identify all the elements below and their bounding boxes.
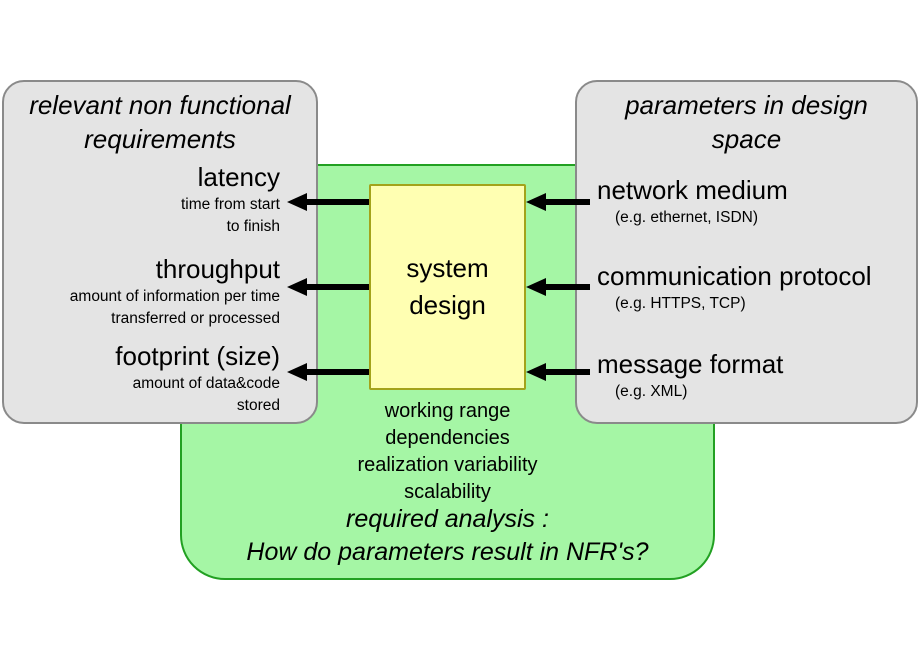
nfr-latency-desc-line1: time from start bbox=[180, 196, 280, 213]
parameters-panel: parameters in design space network mediu… bbox=[575, 80, 918, 424]
nfr-footprint-desc: amount of data&code stored bbox=[115, 373, 280, 417]
system-design-box: system design bbox=[369, 184, 526, 390]
nfr-panel: relevant non functional requirements lat… bbox=[2, 80, 318, 424]
nfr-latency-label: latency bbox=[197, 162, 280, 192]
arrow-network-medium-to-system bbox=[526, 193, 590, 211]
arrow-message-format-to-system bbox=[526, 363, 590, 381]
nfr-footprint-desc-line1: amount of data&code bbox=[132, 375, 280, 392]
nfr-panel-title-line2: requirements bbox=[84, 124, 236, 154]
param-message-format-label: message format bbox=[597, 349, 784, 379]
nfr-latency-desc-line2: to finish bbox=[226, 218, 280, 235]
analysis-properties-list: working range dependencies realization v… bbox=[180, 398, 715, 506]
param-item-network-medium: network medium (e.g. ethernet, ISDN) bbox=[597, 174, 788, 229]
nfr-item-throughput: throughput amount of information per tim… bbox=[70, 252, 280, 330]
nfr-footprint-desc-line2: stored bbox=[236, 397, 280, 414]
arrow-shaft bbox=[543, 284, 590, 290]
nfr-latency-desc: time from start to finish bbox=[181, 194, 280, 238]
nfr-item-footprint: footprint (size) amount of data&code sto… bbox=[115, 339, 280, 417]
analysis-property-scalability: scalability bbox=[404, 481, 491, 503]
parameters-panel-title-line1: parameters in design bbox=[625, 90, 868, 120]
system-design-line1: system bbox=[406, 253, 489, 283]
required-analysis-line1: required analysis : bbox=[346, 505, 549, 533]
arrow-system-to-throughput bbox=[287, 278, 369, 296]
param-item-message-format: message format (e.g. XML) bbox=[597, 348, 783, 403]
nfr-throughput-desc-line2: transferred or processed bbox=[111, 310, 280, 327]
analysis-property-working-range: working range bbox=[384, 400, 511, 422]
analysis-property-realization-variability: realization variability bbox=[357, 454, 538, 476]
arrow-shaft bbox=[304, 369, 369, 375]
nfr-panel-title: relevant non functional requirements bbox=[4, 88, 316, 156]
arrow-shaft bbox=[543, 199, 590, 205]
arrow-system-to-latency bbox=[287, 193, 369, 211]
analysis-property-dependencies: dependencies bbox=[385, 427, 510, 449]
arrow-communication-protocol-to-system bbox=[526, 278, 590, 296]
arrow-shaft bbox=[304, 199, 369, 205]
param-message-format-example: (e.g. XML) bbox=[615, 383, 688, 400]
arrow-shaft bbox=[543, 369, 590, 375]
nfr-panel-title-line1: relevant non functional bbox=[29, 90, 291, 120]
nfr-throughput-desc-line1: amount of information per time bbox=[69, 288, 280, 305]
nfr-footprint-label: footprint (size) bbox=[115, 341, 280, 371]
arrow-shaft bbox=[304, 284, 369, 290]
parameters-panel-title: parameters in design space bbox=[577, 88, 916, 156]
param-communication-protocol-label: communication protocol bbox=[597, 261, 872, 291]
param-network-medium-label: network medium bbox=[597, 175, 788, 205]
param-item-communication-protocol: communication protocol (e.g. HTTPS, TCP) bbox=[597, 260, 872, 315]
nfr-item-latency: latency time from start to finish bbox=[181, 160, 280, 238]
required-analysis-statement: required analysis : How do parameters re… bbox=[180, 503, 715, 569]
arrow-system-to-footprint bbox=[287, 363, 369, 381]
nfr-throughput-desc: amount of information per time transferr… bbox=[70, 286, 280, 330]
parameters-panel-title-line2: space bbox=[711, 124, 782, 154]
param-communication-protocol-example: (e.g. HTTPS, TCP) bbox=[615, 295, 746, 312]
param-network-medium-example: (e.g. ethernet, ISDN) bbox=[615, 209, 759, 226]
system-design-line2: design bbox=[409, 290, 486, 320]
nfr-throughput-label: throughput bbox=[155, 254, 280, 284]
required-analysis-line2: How do parameters result in NFR's? bbox=[246, 538, 649, 566]
